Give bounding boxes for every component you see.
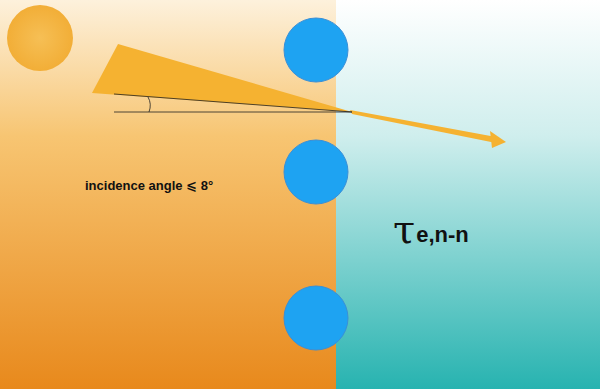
lattice-atom — [284, 18, 348, 82]
angle-arc — [148, 97, 150, 112]
symbol-subscript: e,n-n — [416, 222, 469, 248]
right-region — [336, 0, 600, 389]
symbol-tau: τ — [393, 206, 415, 252]
ray-line — [114, 94, 352, 112]
exit-beam — [350, 110, 496, 143]
normal-line — [114, 112, 352, 113]
arrow-head — [490, 131, 506, 148]
projectile-ball — [7, 5, 73, 71]
lattice-atom — [284, 140, 348, 204]
lattice-atom — [284, 286, 348, 350]
angle-note: incidence angle ⩽ 8° — [85, 178, 213, 193]
